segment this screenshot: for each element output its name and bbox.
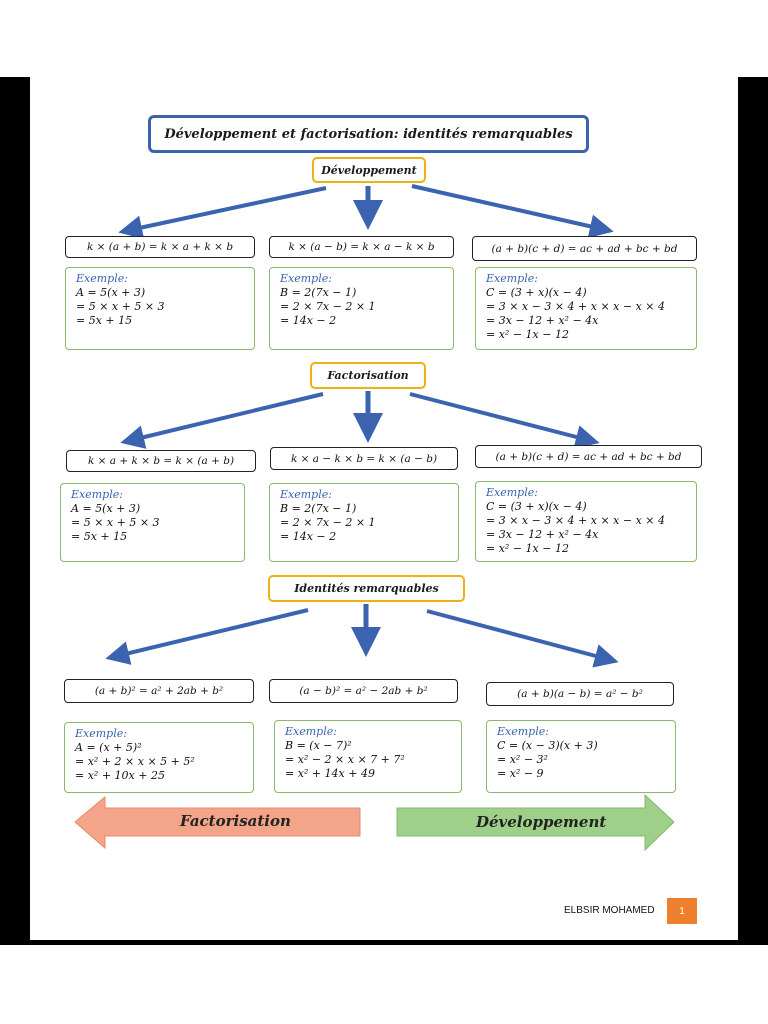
example-line: = 5 × x + 5 × 3 (76, 300, 165, 313)
formula-box: (a + b)(c + d) = ac + ad + bc + bd (475, 445, 702, 468)
section-heading-identites: Identités remarquables (268, 575, 465, 602)
page-number-badge: 1 (667, 898, 697, 924)
example-line: = 14x − 2 (280, 530, 337, 543)
formula-box: (a + b)(a − b) = a² − b² (486, 682, 674, 706)
example-line: = x² + 14x + 49 (285, 767, 375, 780)
example-line: = 5x + 15 (71, 530, 128, 543)
example-line: = 14x − 2 (280, 314, 337, 327)
example-line: A = 5(x + 3) (71, 502, 141, 515)
example-line: B = 2(7x − 1) (280, 502, 357, 515)
example-line: = x² − 9 (497, 767, 544, 780)
example-box: Exemple: A = 5(x + 3) = 5 × x + 5 × 3 = … (65, 267, 255, 350)
example-line: = x² + 10x + 25 (75, 769, 165, 782)
arrow-dev-right (411, 184, 614, 239)
example-box: Exemple: A = 5(x + 3) = 5 × x + 5 × 3 = … (60, 483, 245, 562)
developpement-arrow-label: Développement (476, 813, 607, 831)
example-line: = x² − 3² (497, 753, 548, 766)
example-box: Exemple: A = (x + 5)² = x² + 2 × x × 5 +… (64, 722, 254, 793)
example-line: = 5x + 15 (76, 314, 133, 327)
formula-box: k × a + k × b = k × (a + b) (66, 450, 256, 472)
example-line: C = (x − 3)(x + 3) (497, 739, 598, 752)
factorisation-arrow-label: Factorisation (180, 812, 291, 830)
example-line: = x² − 2 × x × 7 + 7² (285, 753, 405, 766)
example-line: = 3 × x − 3 × 4 + x × x − x × 4 (486, 514, 665, 527)
example-box: Exemple: B = 2(7x − 1) = 2 × 7x − 2 × 1 … (269, 483, 459, 562)
section-heading-factorisation: Factorisation (310, 362, 426, 389)
formula-box: (a − b)² = a² − 2ab + b² (269, 679, 458, 703)
example-box: Exemple: B = (x − 7)² = x² − 2 × x × 7 +… (274, 720, 462, 793)
example-box: Exemple: C = (3 + x)(x − 4) = 3 × x − 3 … (475, 481, 697, 562)
example-label: Exemple: (285, 725, 337, 738)
formula-box: k × (a − b) = k × a − k × b (269, 236, 454, 258)
example-label: Exemple: (71, 488, 123, 501)
example-label: Exemple: (280, 488, 332, 501)
developpement-arrow (396, 793, 675, 852)
example-box: Exemple: B = 2(7x − 1) = 2 × 7x − 2 × 1 … (269, 267, 454, 350)
example-label: Exemple: (497, 725, 549, 738)
example-line: C = (3 + x)(x − 4) (486, 500, 587, 513)
formula-box: (a + b)² = a² + 2ab + b² (64, 679, 254, 703)
example-line: = 5 × x + 5 × 3 (71, 516, 160, 529)
example-line: A = (x + 5)² (75, 741, 142, 754)
example-line: C = (3 + x)(x − 4) (486, 286, 587, 299)
author-name: ELBSIR MOHAMED (564, 905, 655, 916)
arrow-fact-right (409, 392, 600, 449)
arrow-id-left (105, 608, 309, 665)
example-line: = 3x − 12 + x² − 4x (486, 528, 599, 541)
example-line: = x² − 1x − 12 (486, 542, 569, 555)
example-line: = 3x − 12 + x² − 4x (486, 314, 599, 327)
example-label: Exemple: (280, 272, 332, 285)
page-title: Développement et factorisation: identité… (148, 115, 589, 153)
formula-box: (a + b)(c + d) = ac + ad + bc + bd (472, 236, 697, 261)
example-label: Exemple: (76, 272, 128, 285)
example-label: Exemple: (486, 486, 538, 499)
example-label: Exemple: (75, 727, 127, 740)
example-line: = x² + 2 × x × 5 + 5² (75, 755, 195, 768)
arrow-id-right (426, 609, 619, 668)
example-label: Exemple: (486, 272, 538, 285)
factorisation-arrow (74, 795, 361, 850)
formula-box: k × a − k × b = k × (a − b) (270, 447, 458, 470)
example-line: = x² − 1x − 12 (486, 328, 569, 341)
example-line: = 2 × 7x − 2 × 1 (280, 516, 376, 529)
example-line: = 2 × 7x − 2 × 1 (280, 300, 376, 313)
example-line: B = 2(7x − 1) (280, 286, 357, 299)
arrow-fact-left (120, 392, 324, 449)
section-heading-developpement: Développement (312, 157, 426, 183)
example-box: Exemple: C = (3 + x)(x − 4) = 3 × x − 3 … (475, 267, 697, 350)
example-line: B = (x − 7)² (285, 739, 352, 752)
example-line: = 3 × x − 3 × 4 + x × x − x × 4 (486, 300, 665, 313)
formula-box: k × (a + b) = k × a + k × b (65, 236, 255, 258)
example-line: A = 5(x + 3) (76, 286, 146, 299)
example-box: Exemple: C = (x − 3)(x + 3) = x² − 3² = … (486, 720, 676, 793)
arrow-dev-left (118, 186, 327, 240)
